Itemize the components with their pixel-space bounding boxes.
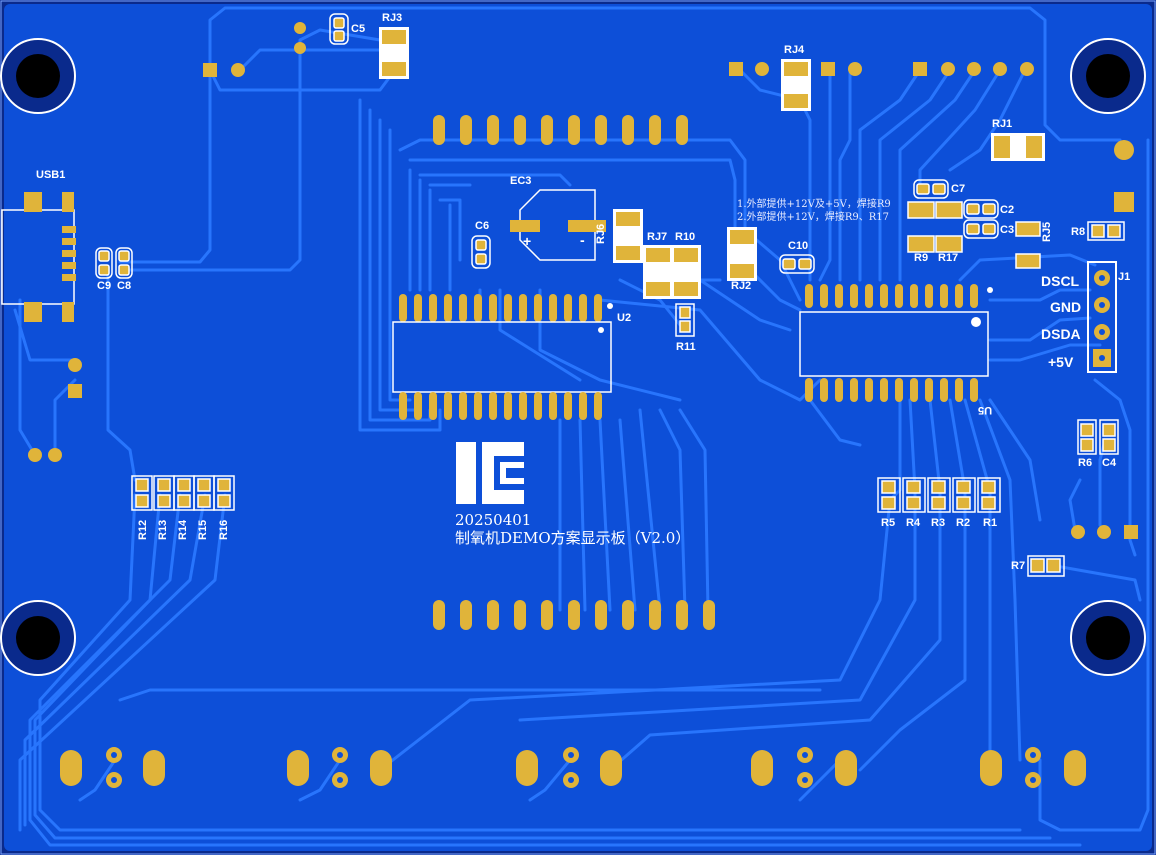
mounting-hole-bottom-right: [1070, 600, 1146, 676]
u5-body: [799, 311, 989, 377]
mounting-holes: [0, 38, 1146, 676]
label-r8: R8: [1071, 226, 1086, 238]
mounting-hole-top-right: [1070, 38, 1146, 114]
label-rj4: RJ4: [784, 44, 805, 56]
label-r12: R12: [137, 519, 149, 540]
j1-pin-label-dsda: DSDA: [1041, 326, 1081, 342]
resistor-array-right: [877, 477, 1001, 513]
label-c4: C4: [1102, 457, 1117, 469]
label-j1: J1: [1118, 271, 1131, 283]
label-r13: R13: [157, 519, 169, 540]
label-c8: C8: [117, 280, 132, 292]
usb-connector: [1, 192, 76, 322]
label-r11: R11: [676, 341, 696, 353]
label-r3: R3: [931, 517, 946, 529]
label-r14: R14: [177, 519, 189, 540]
label-r4: R4: [906, 517, 921, 529]
label-rj3: RJ3: [382, 12, 403, 24]
label-u2: U2: [617, 312, 632, 324]
ic-u5: [799, 284, 993, 402]
label-rj5: RJ5: [1041, 221, 1053, 242]
ic-logo-icon: [456, 442, 524, 504]
ic-u2: [392, 294, 613, 420]
label-ec3-plus: +: [523, 233, 532, 249]
label-ec3-minus: -: [580, 232, 585, 248]
display-header-top: [433, 115, 688, 145]
label-rj6: RJ6: [595, 223, 607, 244]
board-date: 20250401: [455, 511, 532, 529]
label-u5: U5: [978, 404, 993, 416]
label-r17: R17: [938, 252, 959, 264]
label-r6: R6: [1078, 457, 1093, 469]
label-c10: C10: [788, 240, 809, 252]
capacitor-ec3: [510, 189, 606, 261]
label-r2: R2: [956, 517, 971, 529]
label-usb1: USB1: [36, 169, 66, 181]
label-c2: C2: [1000, 204, 1015, 216]
jumper-resistors: [379, 27, 1045, 299]
j1-pin-label-dscl: DSCL: [1041, 273, 1080, 289]
label-c9: C9: [97, 280, 112, 292]
label-c6: C6: [475, 220, 490, 232]
assembly-note-2: 2.外部提供+12V，焊接R9、R17: [737, 212, 890, 223]
label-c3: C3: [1000, 224, 1015, 236]
u5-pins-top: [805, 284, 978, 308]
label-r16: R16: [218, 519, 230, 540]
mounting-hole-top-left: [0, 38, 76, 114]
u5-pins-bottom: [805, 378, 978, 402]
j1-pin-label-gnd: GND: [1050, 299, 1082, 315]
j1-pin-label-5v: +5V: [1048, 354, 1074, 370]
label-r5: R5: [881, 517, 896, 529]
button-holes: [111, 752, 1036, 783]
label-r1: R1: [983, 517, 998, 529]
u2-pins-bottom: [399, 392, 602, 420]
smd-pads: [95, 13, 1125, 577]
copper-pour: [4, 4, 1152, 851]
label-rj7: RJ7: [647, 231, 668, 243]
label-r9: R9: [914, 252, 929, 264]
through-hole-pads: [28, 22, 1138, 539]
label-r15: R15: [197, 519, 209, 540]
label-rj1: RJ1: [992, 118, 1013, 130]
u2-body: [392, 321, 612, 393]
u2-pins-top: [399, 294, 602, 322]
assembly-note-1: 1.外部提供+12V及+5V，焊接R9: [737, 199, 891, 210]
label-r10: R10: [675, 231, 696, 243]
label-c7: C7: [951, 183, 966, 195]
header-j1: [1087, 261, 1117, 373]
label-ec3: EC3: [510, 175, 532, 187]
resistor-array-left: [131, 475, 235, 511]
label-rj2: RJ2: [731, 280, 752, 292]
mounting-hole-bottom-left: [0, 600, 76, 676]
label-r7: R7: [1011, 560, 1026, 572]
display-header-bottom: [433, 600, 715, 630]
board-title: 制氧机DEMO方案显示板（V2.0）: [455, 529, 691, 547]
label-c5: C5: [351, 23, 366, 35]
